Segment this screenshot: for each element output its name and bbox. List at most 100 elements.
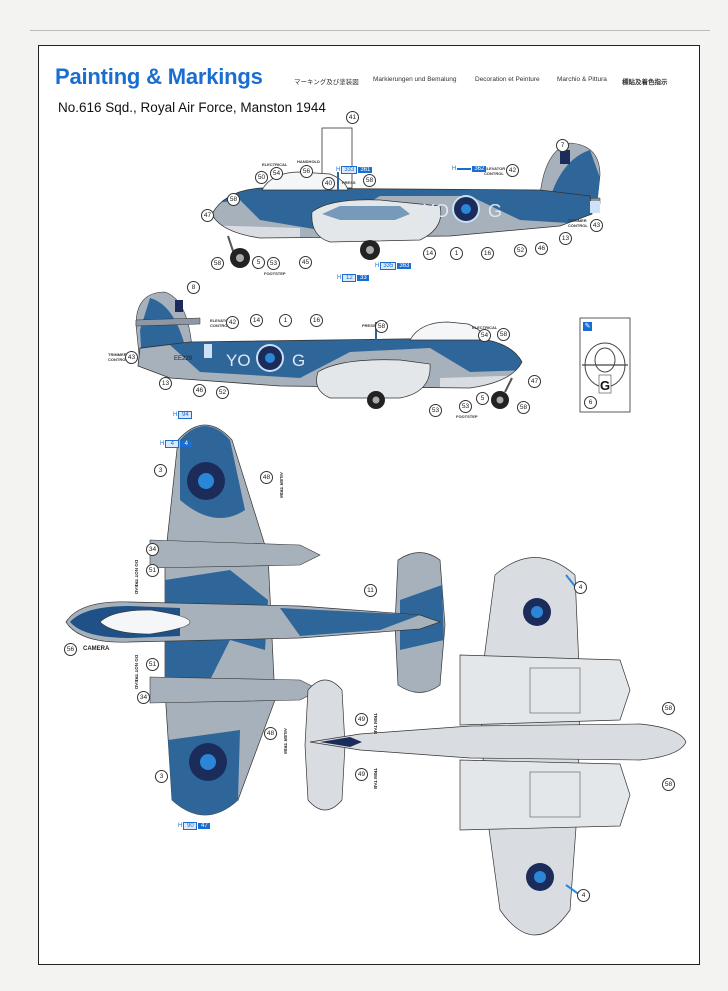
callout: 13 — [159, 377, 172, 390]
label-press: PRESS — [362, 323, 376, 328]
code-letter: G — [488, 201, 502, 221]
callout: 11 — [364, 584, 377, 597]
serial-number: EE229 — [174, 356, 193, 362]
callout: 14 — [423, 247, 436, 260]
callout: 3 — [155, 770, 168, 783]
side-view-left: YO G EE229 — [135, 291, 523, 409]
paint-brush-icon: ✎ — [583, 322, 592, 331]
title-chinese: 標貼及着色指示 — [622, 79, 668, 86]
canopy — [99, 609, 191, 635]
callout: 47 — [528, 375, 541, 388]
callout: 53 — [459, 400, 472, 413]
fuselage — [309, 723, 687, 761]
callout: 51 — [146, 564, 159, 577]
callout: 4 — [577, 889, 590, 902]
callout: 45 — [299, 256, 312, 269]
title-german: Markierungen und Bemalung — [373, 76, 457, 83]
label-elevator-control: ELEVATOR CONTROL — [484, 166, 506, 176]
callout: 54 — [270, 167, 283, 180]
callout: 42 — [226, 316, 239, 329]
callout: 16 — [310, 314, 323, 327]
callout: 47 — [201, 209, 214, 222]
label-ailer-trim: AILER TRIM — [279, 472, 284, 498]
callout: 58 — [227, 193, 240, 206]
nacelle — [459, 759, 631, 831]
label-press: PRESS — [342, 180, 356, 185]
callout: 56 — [300, 165, 313, 178]
callout: 49 — [355, 713, 368, 726]
label-footstep: FOOTSTEP — [264, 271, 286, 276]
callout: 1 — [279, 314, 292, 327]
callout: 41 — [346, 111, 359, 124]
label-elevator-control: ELEVATOR CONTROL — [210, 318, 232, 328]
label-camera: CAMERA — [83, 646, 110, 652]
callout: 5 — [476, 392, 489, 405]
callout: 58 — [211, 257, 224, 270]
bottom-view — [304, 557, 687, 936]
callout: 40 — [322, 177, 335, 190]
title-french: Decoration et Peinture — [475, 76, 540, 83]
title-japanese: マーキング及び塗装図 — [294, 79, 359, 86]
front-code-letter: G — [600, 378, 610, 393]
code-letters: YO — [226, 351, 251, 370]
callout: 43 — [590, 219, 603, 232]
callout: 42 — [506, 164, 519, 177]
callout: 4 — [574, 581, 587, 594]
callout: 46 — [193, 384, 206, 397]
callout: 56 — [64, 643, 77, 656]
callout: 34 — [146, 543, 159, 556]
callout: 14 — [250, 314, 263, 327]
page-title: Painting & Markings — [55, 64, 263, 89]
tailplane — [304, 679, 346, 811]
title-italian: Marchio & Pittura — [557, 76, 607, 83]
callout: 58 — [517, 401, 530, 414]
nacelle — [149, 539, 321, 569]
callout: 48 — [260, 471, 273, 484]
callout: 52 — [514, 244, 527, 257]
callout: 58 — [662, 702, 675, 715]
callout: 43 — [125, 351, 138, 364]
label-trimmer-control: TRIMMER CONTROL — [568, 218, 588, 228]
callout: 58 — [375, 320, 388, 333]
callout: 7 — [556, 139, 569, 152]
top-view — [65, 424, 446, 816]
label-trim-tab: TRIM TAB — [373, 768, 378, 790]
label-footstep: FOOTSTEP — [456, 414, 478, 419]
callout: 6 — [584, 396, 597, 409]
callout: 13 — [559, 232, 572, 245]
code-letters: YO — [423, 201, 449, 221]
callout: 53 — [267, 257, 280, 270]
callout: 5 — [252, 256, 265, 269]
callout: 50 — [255, 171, 268, 184]
label-do-not-tread: DO NOT TREAD — [134, 560, 139, 595]
callout: 58 — [363, 174, 376, 187]
label-ailer-trim: AILER TRIM — [283, 728, 288, 754]
callout: 53 — [429, 404, 442, 417]
engine-nacelle — [316, 359, 431, 399]
page-edge-line — [30, 30, 710, 31]
label-trimmer-control: TRIMMER CONTROL — [108, 352, 128, 362]
callout: 46 — [535, 242, 548, 255]
label-trim-tab: TRIM TAB — [373, 713, 378, 735]
side-view-right: YO G — [211, 127, 601, 268]
callout: 54 — [478, 329, 491, 342]
callout: 58 — [497, 328, 510, 341]
code-letter: G — [292, 351, 305, 370]
callout: 8 — [187, 281, 200, 294]
label-do-not-tread: DO NOT TREAD — [134, 655, 139, 690]
label-handhold: HANDHOLD — [297, 159, 320, 164]
nacelle — [149, 676, 321, 704]
callout: 34 — [137, 691, 150, 704]
callout: 3 — [154, 464, 167, 477]
callout: 52 — [216, 386, 229, 399]
callout: 51 — [146, 658, 159, 671]
callout: 16 — [481, 247, 494, 260]
